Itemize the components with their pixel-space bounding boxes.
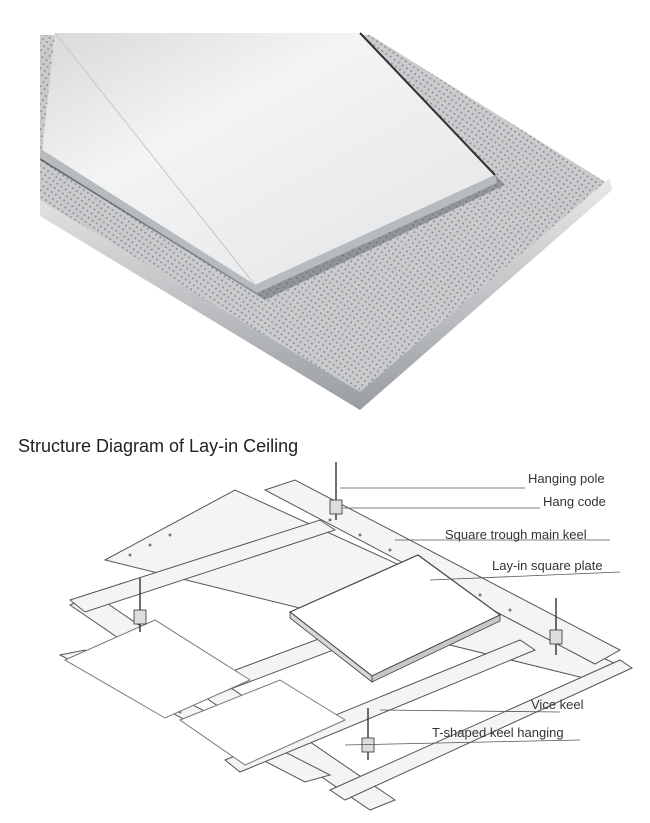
label-vice-keel: Vice keel: [531, 697, 584, 712]
hang-code-3: [133, 609, 147, 625]
diagram-title: Structure Diagram of Lay-in Ceiling: [18, 436, 299, 456]
label-t-keel-hanging: T-shaped keel hanging: [432, 725, 564, 740]
vice-keel-4: [328, 659, 634, 801]
hang-code-1: [329, 499, 343, 515]
label-main-keel: Square trough main keel: [445, 527, 587, 542]
hang-code-2: [549, 629, 563, 645]
plate-lower-mid: [178, 679, 347, 766]
leader-square-plate: [429, 571, 621, 581]
ceiling-panel-photo: [40, 32, 612, 410]
label-square-plate: Lay-in square plate: [492, 558, 603, 573]
plain-panel: [42, 33, 495, 285]
leader-t-keel: [344, 739, 581, 746]
leader-vice-keel: [379, 709, 561, 713]
plate-lower-left: [63, 619, 252, 719]
label-hanging-pole: Hanging pole: [528, 471, 605, 486]
vice-keel-1: [68, 519, 337, 613]
label-hang-code: Hang code: [543, 494, 606, 509]
ceiling-grid-illustration: [58, 462, 634, 811]
